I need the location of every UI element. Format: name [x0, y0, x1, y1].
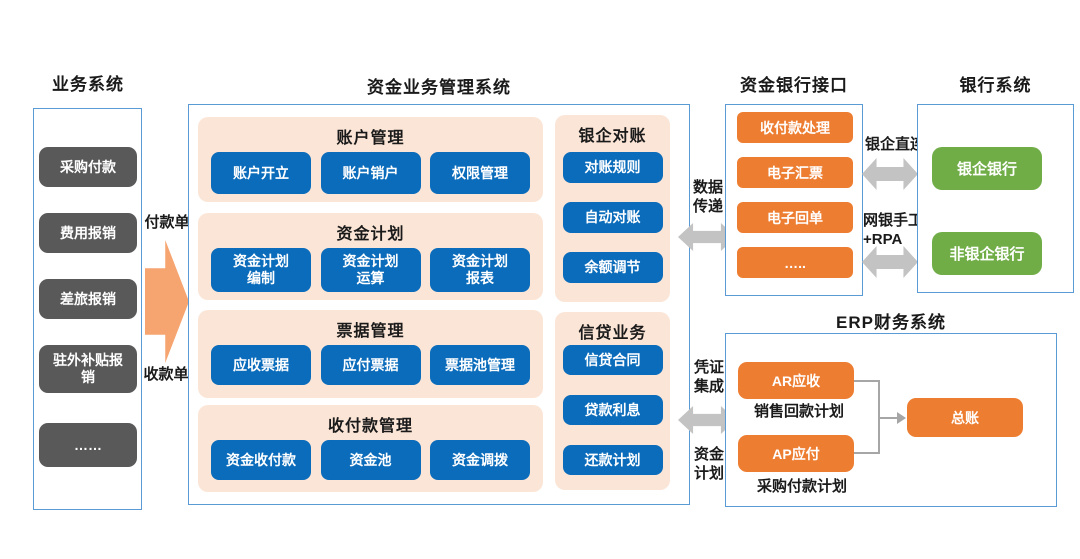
- module-fund-plan-compilation: 资金计划 编制: [211, 248, 311, 292]
- receipt-doc-label: 收款单: [143, 366, 189, 383]
- business-system-title: 业务系统: [52, 75, 124, 94]
- fund-management-title: 资金业务管理系统: [367, 78, 511, 97]
- section-bill-management: 票据管理 应收票据 应付票据 票据池管理: [198, 310, 543, 398]
- manual-rpa-label: 网银手工 +RPA: [863, 212, 924, 248]
- direct-connection-label: 银企直连: [864, 136, 925, 153]
- interface-electronic-draft: 电子汇票: [737, 157, 853, 188]
- module-cash-pool: 资金池: [320, 440, 421, 480]
- erp-ap-box: AP应付: [738, 435, 854, 472]
- connector-gl-line: [878, 417, 898, 419]
- business-item-travel-reimbursement: 差旅报销: [39, 279, 137, 319]
- section-fund-planning: 资金计划 资金计划 编制 资金计划 运算 资金计划 报表: [198, 213, 543, 300]
- module-bill-pool-management: 票据池管理: [430, 345, 530, 385]
- erp-system-title: ERP财务系统: [836, 313, 946, 332]
- section-title: 资金计划: [336, 226, 405, 243]
- erp-ar-box: AR应收: [738, 362, 854, 399]
- interface-payment-processing: 收付款处理: [737, 112, 853, 143]
- manual-rpa-arrow: [862, 246, 918, 278]
- fund-plan-label: 资金 计划: [693, 446, 724, 482]
- direct-connection-arrow: [862, 158, 918, 190]
- bank-direct-connected: 银企银行: [932, 147, 1042, 190]
- data-transfer-label: 数据 传递: [692, 179, 723, 215]
- business-item-more: ……: [39, 423, 137, 467]
- connector-ap-line: [854, 452, 879, 454]
- module-balance-adjustment: 余额调节: [562, 252, 663, 283]
- section-title: 银企对账: [578, 128, 647, 145]
- erp-gl-box: 总账: [907, 398, 1023, 437]
- erp-ap-caption: 采购付款计划: [756, 478, 847, 495]
- bank-non-direct-connected: 非银企银行: [932, 232, 1042, 275]
- bank-system-title: 银行系统: [959, 76, 1032, 95]
- bank-interface-title: 资金银行接口: [740, 76, 848, 95]
- section-title: 信贷业务: [578, 325, 647, 342]
- module-credit-contract: 信贷合同: [562, 345, 663, 375]
- section-bank-reconciliation: 银企对账 对账规则 自动对账 余额调节: [555, 115, 670, 302]
- business-to-fund-arrow: [145, 240, 189, 363]
- module-fund-plan-calculation: 资金计划 运算: [320, 248, 421, 292]
- section-payment-management: 收付款管理 资金收付款 资金池 资金调拨: [198, 405, 543, 492]
- interface-more: …..: [737, 247, 853, 278]
- payment-doc-label: 付款单: [144, 214, 190, 231]
- section-title: 票据管理: [336, 323, 405, 340]
- module-loan-interest: 贷款利息: [562, 395, 663, 425]
- module-receivable-bills: 应收票据: [211, 345, 311, 385]
- business-item-expense-reimbursement: 费用报销: [39, 213, 137, 253]
- connector-gl-arrowhead: [897, 412, 906, 424]
- module-payable-bills: 应付票据: [320, 345, 421, 385]
- module-permission-management: 权限管理: [430, 152, 530, 194]
- section-credit-business: 信贷业务 信贷合同 贷款利息 还款计划: [555, 312, 670, 490]
- voucher-integration-label: 凭证 集成: [693, 359, 724, 395]
- module-reconciliation-rules: 对账规则: [562, 152, 663, 183]
- module-repayment-plan: 还款计划: [562, 445, 663, 475]
- module-fund-plan-report: 资金计划 报表: [430, 248, 530, 292]
- erp-ar-caption: 销售回款计划: [753, 403, 844, 420]
- section-account-management: 账户管理 账户开立 账户销户 权限管理: [198, 117, 543, 202]
- module-fund-receipt-payment: 资金收付款: [211, 440, 311, 480]
- interface-electronic-receipt: 电子回单: [737, 202, 853, 233]
- section-title: 收付款管理: [327, 418, 413, 435]
- business-item-procurement-payment: 采购付款: [39, 147, 137, 187]
- business-item-allowance-reimbursement: 驻外补贴报 销: [39, 345, 137, 393]
- section-title: 账户管理: [336, 130, 405, 147]
- module-account-closing: 账户销户: [320, 152, 421, 194]
- module-fund-allocation: 资金调拨: [430, 440, 530, 480]
- module-account-opening: 账户开立: [211, 152, 311, 194]
- module-auto-reconciliation: 自动对账: [562, 202, 663, 233]
- connector-ar-line: [854, 380, 879, 382]
